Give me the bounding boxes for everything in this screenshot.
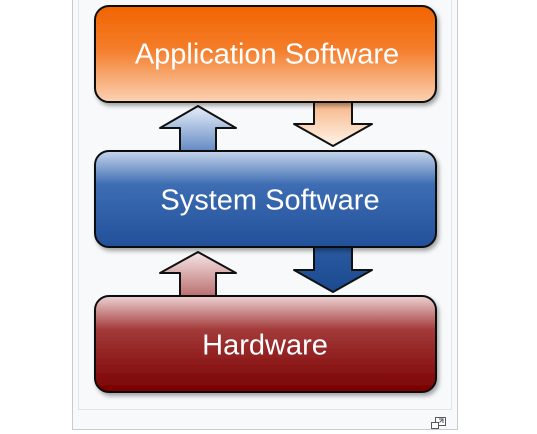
layer-hardware: Hardware — [94, 295, 437, 393]
layer-system-software: System Software — [94, 150, 437, 248]
layer-label: Application Software — [135, 39, 399, 71]
layer-label: Hardware — [202, 330, 328, 362]
arrow-down-system-to-hardware — [293, 245, 373, 293]
enlarge-icon[interactable] — [430, 416, 446, 429]
layer-application-software: Application Software — [94, 5, 437, 103]
enlarge-icon-glyph — [431, 417, 446, 429]
arrow-up-hardware-to-system — [159, 251, 237, 299]
arrow-up-system-to-application — [159, 105, 237, 154]
layer-label: System Software — [160, 185, 379, 217]
arrow-down-application-to-system — [293, 99, 373, 147]
